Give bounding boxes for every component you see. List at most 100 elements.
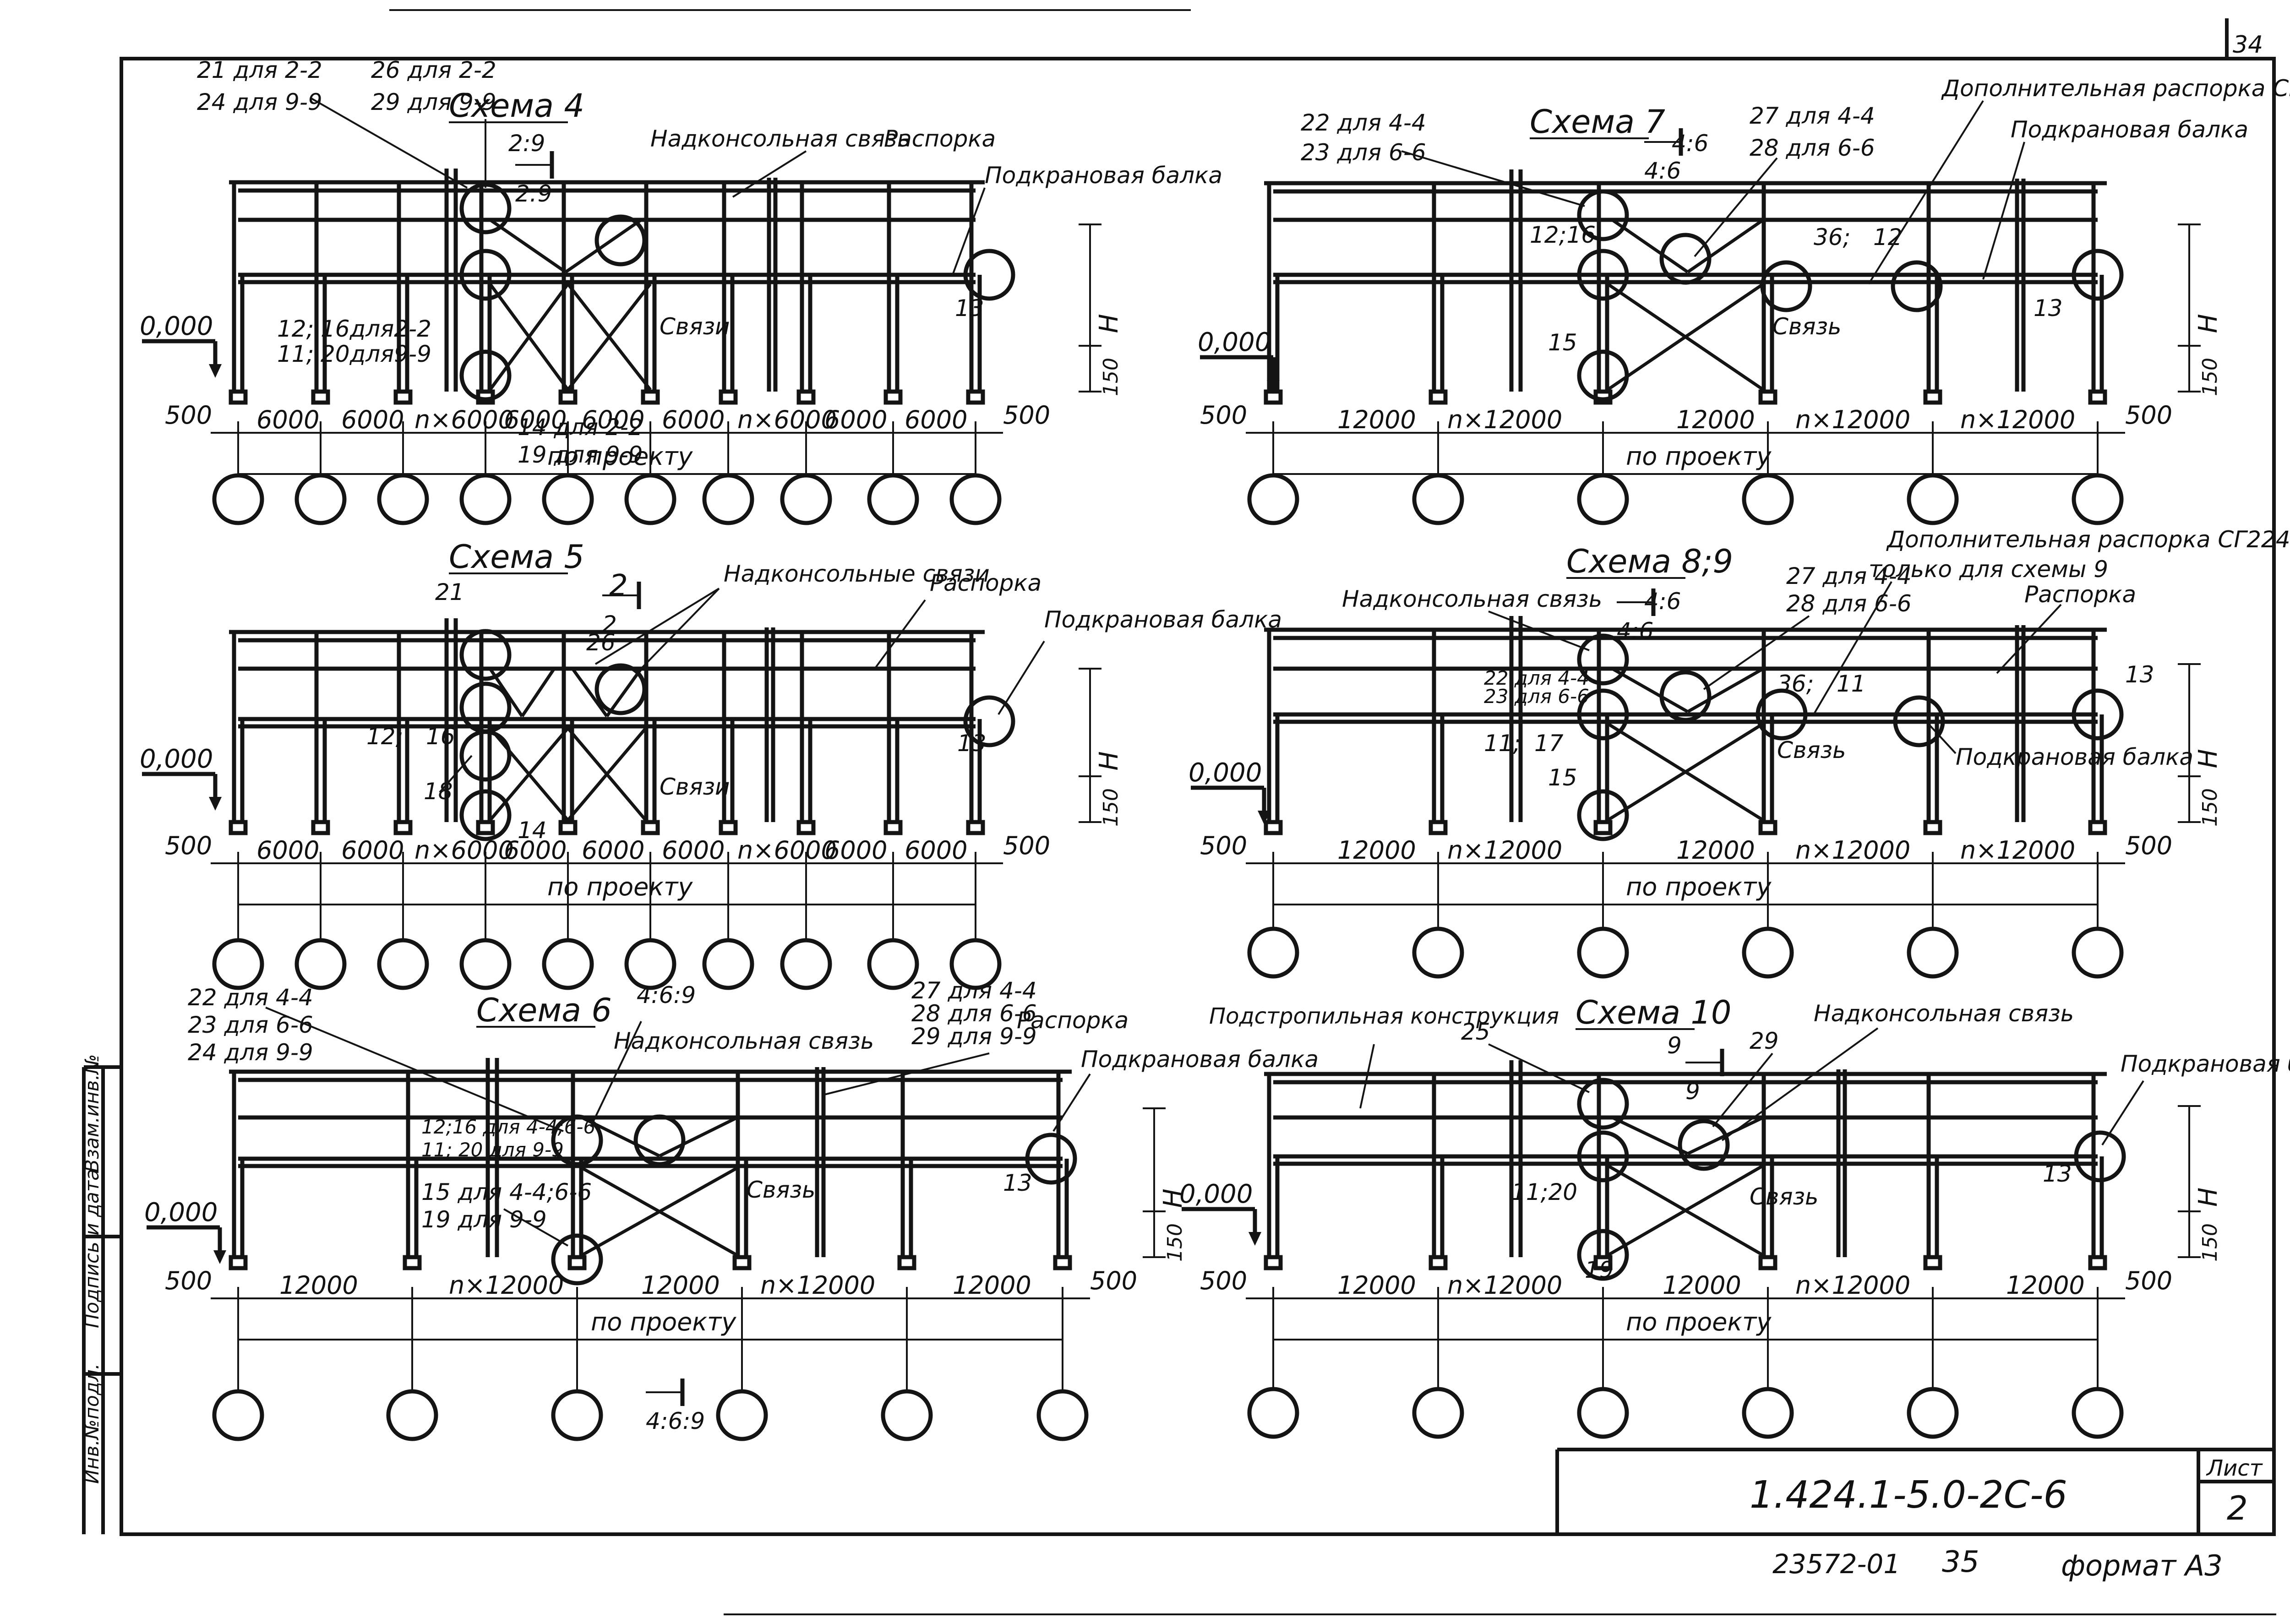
node-circle xyxy=(459,249,512,301)
dimension-value: 6000 xyxy=(662,405,725,434)
node-circle xyxy=(1756,688,1808,741)
callout-label: 28 для 6-6 xyxy=(1786,590,1912,617)
leader-line xyxy=(2101,1080,2144,1146)
dimension-value: 6000 xyxy=(256,405,319,434)
callout-label: Дополнительная распорка СГ224 xyxy=(1886,526,2290,553)
axis-circle xyxy=(1412,926,1464,979)
by-project-label: по проекту xyxy=(547,872,693,901)
dimension-value: 500 xyxy=(1003,401,1050,430)
cross-brace xyxy=(567,283,652,391)
leader-line xyxy=(1359,1044,1375,1109)
axis-circle xyxy=(1907,1387,1959,1439)
dimension-value: n×12000 xyxy=(1795,405,1910,434)
dimension-value: n×6000 xyxy=(737,405,837,434)
callout-label: Подстропильная конструкция xyxy=(1209,1003,1559,1029)
leader-line xyxy=(1488,610,1590,651)
axis-circle xyxy=(2072,1387,2124,1439)
callout-label: 2:9 xyxy=(508,130,545,157)
callout-label: 22 для 4-4 xyxy=(1484,667,1589,689)
callout-label: 22 для 4-4 xyxy=(188,984,313,1011)
column-base xyxy=(1593,820,1613,835)
section-label: 2:9 xyxy=(515,180,552,207)
bracket-brace xyxy=(565,218,642,273)
cross-brace xyxy=(1607,1164,1764,1257)
axis-circle xyxy=(1412,1387,1464,1439)
callout-label: 27 для 4-4 xyxy=(911,977,1037,1004)
callout-label: 28 для 6-6 xyxy=(911,1000,1037,1027)
callout-label: 14 для 2-2 xyxy=(518,414,643,441)
node-circle xyxy=(1577,349,1629,402)
axis-circle xyxy=(716,1389,768,1441)
callout-label: 21 для 2-2 xyxy=(197,57,322,83)
dimension-value: 6000 xyxy=(824,405,887,434)
node-circle xyxy=(1577,789,1629,841)
dimension-value: 150 xyxy=(2198,788,2222,827)
column-base xyxy=(883,389,903,405)
callout-label: 27 для 4-4 xyxy=(1786,563,1912,589)
callout-label: 19 xyxy=(1585,1257,1614,1283)
axis-circle xyxy=(2072,926,2124,979)
node-circle xyxy=(459,349,512,402)
dimension-value: 6000 xyxy=(256,836,319,865)
leader-line xyxy=(439,755,473,793)
dimension-value: 6000 xyxy=(905,405,967,434)
axis-circle xyxy=(1577,1387,1629,1439)
column-base xyxy=(1264,1255,1283,1270)
axis-circle xyxy=(949,473,1002,525)
dimension-value: 12000 xyxy=(1337,836,1416,865)
leader-line xyxy=(311,98,468,189)
dimension-value: 12000 xyxy=(1337,405,1416,434)
callout-label: 36; xyxy=(1814,224,1850,251)
level-arrow-head xyxy=(1267,380,1280,394)
level-label: 0,000 xyxy=(144,1198,218,1227)
cross-brace xyxy=(567,727,647,822)
axis-circle xyxy=(377,473,429,525)
node-circle xyxy=(963,695,1015,747)
node-circle xyxy=(1577,688,1629,741)
leader-line xyxy=(1927,723,1957,754)
column-base xyxy=(1053,1255,1072,1270)
axis-circle xyxy=(867,938,919,990)
dimension-value: 500 xyxy=(2125,401,2172,430)
dimension-value: 500 xyxy=(1090,1266,1137,1295)
column-base xyxy=(1593,1255,1613,1270)
section-label: 2 xyxy=(602,611,617,638)
level-label: 0,000 xyxy=(140,311,213,341)
dimension-value: 500 xyxy=(1200,831,1247,860)
column-base xyxy=(311,820,330,835)
callout-label: Подкрановая балка xyxy=(1044,606,1282,633)
dimension-value: n×12000 xyxy=(1447,405,1562,434)
dimension-value: 150 xyxy=(2198,1223,2222,1262)
section-label: 4:6:9 xyxy=(646,1408,705,1434)
axis-circle xyxy=(294,938,347,990)
callout-label: Связи xyxy=(660,774,730,800)
bracket-brace xyxy=(1611,1116,1689,1155)
node-circle xyxy=(633,1114,686,1166)
axis-circle xyxy=(542,473,594,525)
callout-label: 24 для 9-9 xyxy=(197,89,322,115)
column-base xyxy=(641,820,660,835)
column-base xyxy=(393,820,413,835)
column-base xyxy=(719,820,738,835)
dimension-value: 6000 xyxy=(905,836,967,865)
level-arrow-head xyxy=(209,364,222,378)
node-circle xyxy=(1577,249,1629,301)
dimension-value: 6000 xyxy=(504,405,567,434)
dimension-value: n×12000 xyxy=(1795,1271,1910,1300)
inventory-code: 23572-01 xyxy=(1772,1548,1900,1580)
leader-line xyxy=(1052,1073,1091,1132)
dimension-value: 12000 xyxy=(2006,1271,2085,1300)
by-project-label: по проекту xyxy=(547,442,693,471)
level-label: 0,000 xyxy=(1198,327,1271,357)
column-base xyxy=(1264,820,1283,835)
axis-circle xyxy=(881,1389,933,1441)
node-circle xyxy=(1577,1078,1629,1130)
leader-line xyxy=(998,640,1045,715)
leader-line xyxy=(1996,604,2062,674)
dimension-value: n×12000 xyxy=(1447,836,1562,865)
axis-circle xyxy=(551,1389,603,1441)
dimension-value: 6000 xyxy=(582,405,644,434)
axis-circle xyxy=(1247,473,1299,525)
leader-line xyxy=(1488,1043,1590,1093)
